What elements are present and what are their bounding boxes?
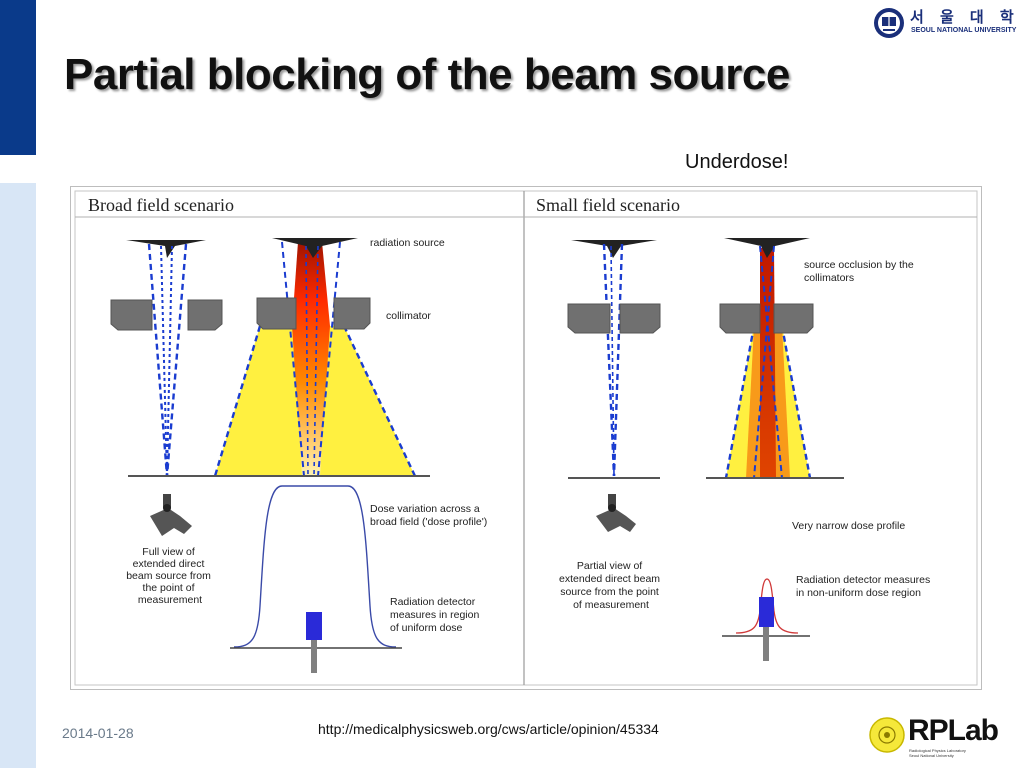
collimator-label: collimator: [386, 310, 431, 322]
small-view-note: Partial view of extended direct beam sou…: [559, 560, 663, 611]
narrow-profile-note: Very narrow dose profile: [792, 520, 905, 532]
source-url: http://medicalphysicsweb.org/cws/article…: [318, 721, 659, 737]
source-icon: [126, 240, 206, 258]
university-name-english: SEOUL NATIONAL UNIVERSITY: [911, 27, 1017, 34]
university-logo: 서 울 대 학 교 SEOUL NATIONAL UNIVERSITY: [872, 6, 1024, 40]
narrow-dose-profile: [735, 578, 799, 634]
radiation-detector-icon: [759, 597, 774, 627]
dose-variation-note: Dose variation across a broad field ('do…: [370, 503, 487, 528]
source-icon: [272, 238, 358, 258]
radiation-detector-icon: [306, 612, 322, 640]
collimator-icon: [719, 303, 761, 334]
source-icon: [571, 240, 657, 258]
radiation-source-label: radiation source: [370, 237, 445, 249]
detector-person-icon: [596, 494, 636, 532]
uniform-detector-note: Radiation detector measures in region of…: [390, 596, 482, 634]
collimator-icon: [333, 297, 371, 330]
sidebar-accent-top: [0, 0, 36, 155]
broad-right-beam: [200, 238, 430, 477]
small-field-title: Small field scenario: [536, 195, 680, 215]
underdose-annotation: Underdose!: [685, 151, 789, 173]
university-emblem-icon: [874, 8, 904, 38]
rplab-wordmark: RPLab: [908, 714, 999, 747]
collimator-icon: [110, 299, 153, 331]
collimator-icon: [619, 303, 661, 334]
detector-person-icon: [150, 494, 192, 536]
slide-date: 2014-01-28: [62, 725, 134, 741]
collimator-icon: [567, 303, 611, 334]
rplab-emblem-icon: [869, 717, 905, 753]
non-uniform-detector-note: Radiation detector measures in non-unifo…: [796, 574, 933, 599]
rplab-logo: RPLab Radiological Physics Laboratory Se…: [868, 714, 1018, 760]
small-right-beam: [706, 238, 844, 479]
university-name-korean: 서 울 대 학 교: [910, 9, 1024, 26]
broad-left-beam: [110, 240, 256, 477]
collimator-icon: [773, 303, 814, 334]
diagram-frame: [70, 186, 982, 690]
broad-field-title: Broad field scenario: [88, 195, 234, 215]
collimator-icon: [187, 299, 223, 331]
broad-view-note: Full view of extended direct beam source…: [126, 546, 214, 606]
collimator-icon: [256, 297, 297, 330]
broad-dose-profile: [233, 485, 397, 648]
diagram-inner-frame: [74, 190, 978, 686]
small-left-beam: [567, 240, 661, 479]
occlusion-note: source occlusion by the collimators: [804, 259, 917, 284]
slide-title: Partial blocking of the beam source: [64, 50, 790, 99]
source-icon: [724, 238, 810, 258]
beam-diagram: Broad field scenario Small field scenari…: [70, 186, 982, 690]
sidebar-accent-bottom: [0, 183, 36, 768]
rplab-subtitle: Radiological Physics Laboratory Seoul Na…: [909, 748, 966, 758]
